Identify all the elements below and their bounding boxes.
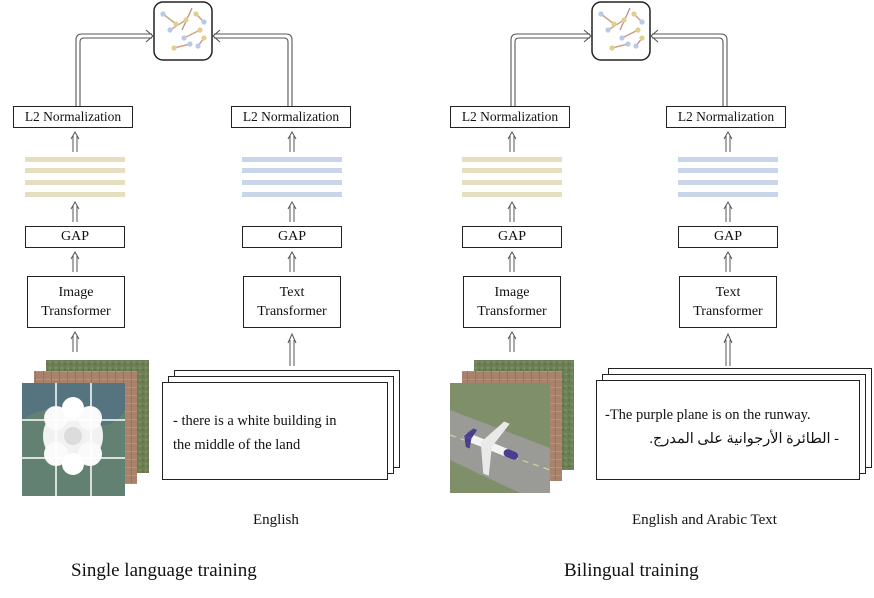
sample-text-right-line-2: - الطائرة الأرجوانية على المدرج.	[649, 431, 839, 447]
image-transformer-right: Image Transformer	[463, 276, 561, 328]
embedding-space-icon-right	[591, 1, 651, 61]
image-transformer-line-1: Image	[58, 285, 94, 300]
satellite-image-stack-right	[449, 360, 574, 493]
text-card-right: -The purple plane is on the runway. - ال…	[596, 380, 860, 480]
text-transformer-left: Text Transformer	[243, 276, 341, 328]
title-left: Single language training	[71, 560, 257, 581]
vertical-arrows-right	[507, 130, 733, 366]
white-building-icon	[43, 397, 103, 475]
text-transformer-right: Text Transformer	[679, 276, 777, 328]
connector-arrows-left	[75, 29, 293, 106]
title-right: Bilingual training	[564, 560, 699, 581]
image-embedding-right	[462, 157, 562, 197]
text-transformer-line-1: Text	[715, 285, 741, 300]
l2-normalization-text-right: L2 Normalization	[666, 106, 786, 128]
vertical-arrows-left	[70, 130, 297, 366]
text-card-left: - there is a white building in the middl…	[162, 382, 388, 480]
satellite-image-stack-left	[22, 360, 149, 496]
gap-image-left: GAP	[25, 226, 125, 248]
l2-normalization-text-left: L2 Normalization	[231, 106, 351, 128]
image-embedding-left	[25, 157, 125, 197]
text-transformer-line-1: Text	[279, 285, 305, 300]
image-transformer-line-1: Image	[494, 285, 530, 300]
caption-left: English	[253, 512, 299, 528]
text-transformer-line-2: Transformer	[693, 304, 763, 319]
image-transformer-line-2: Transformer	[41, 304, 111, 319]
sample-text-left-line-1: - there is a white building in	[173, 413, 337, 429]
image-transformer-left: Image Transformer	[27, 276, 125, 328]
text-embedding-right	[678, 157, 778, 197]
sample-text-left-line-2: the middle of the land	[173, 437, 301, 453]
airplane-icon	[463, 421, 519, 476]
l2-normalization-image-left: L2 Normalization	[13, 106, 133, 128]
sample-text-right-line-1: -The purple plane is on the runway.	[605, 407, 811, 423]
connector-arrows-right	[510, 29, 728, 106]
text-embedding-left	[242, 157, 342, 197]
sample-text-right: -The purple plane is on the runway. - ال…	[605, 403, 853, 451]
gap-image-right: GAP	[462, 226, 562, 248]
text-transformer-line-2: Transformer	[257, 304, 327, 319]
gap-text-left: GAP	[242, 226, 342, 248]
embedding-space-icon-left	[153, 1, 213, 61]
image-transformer-line-2: Transformer	[477, 304, 547, 319]
gap-text-right: GAP	[678, 226, 778, 248]
caption-right: English and Arabic Text	[632, 512, 777, 528]
l2-normalization-image-right: L2 Normalization	[450, 106, 570, 128]
sample-text-left: - there is a white building in the middl…	[173, 409, 337, 457]
